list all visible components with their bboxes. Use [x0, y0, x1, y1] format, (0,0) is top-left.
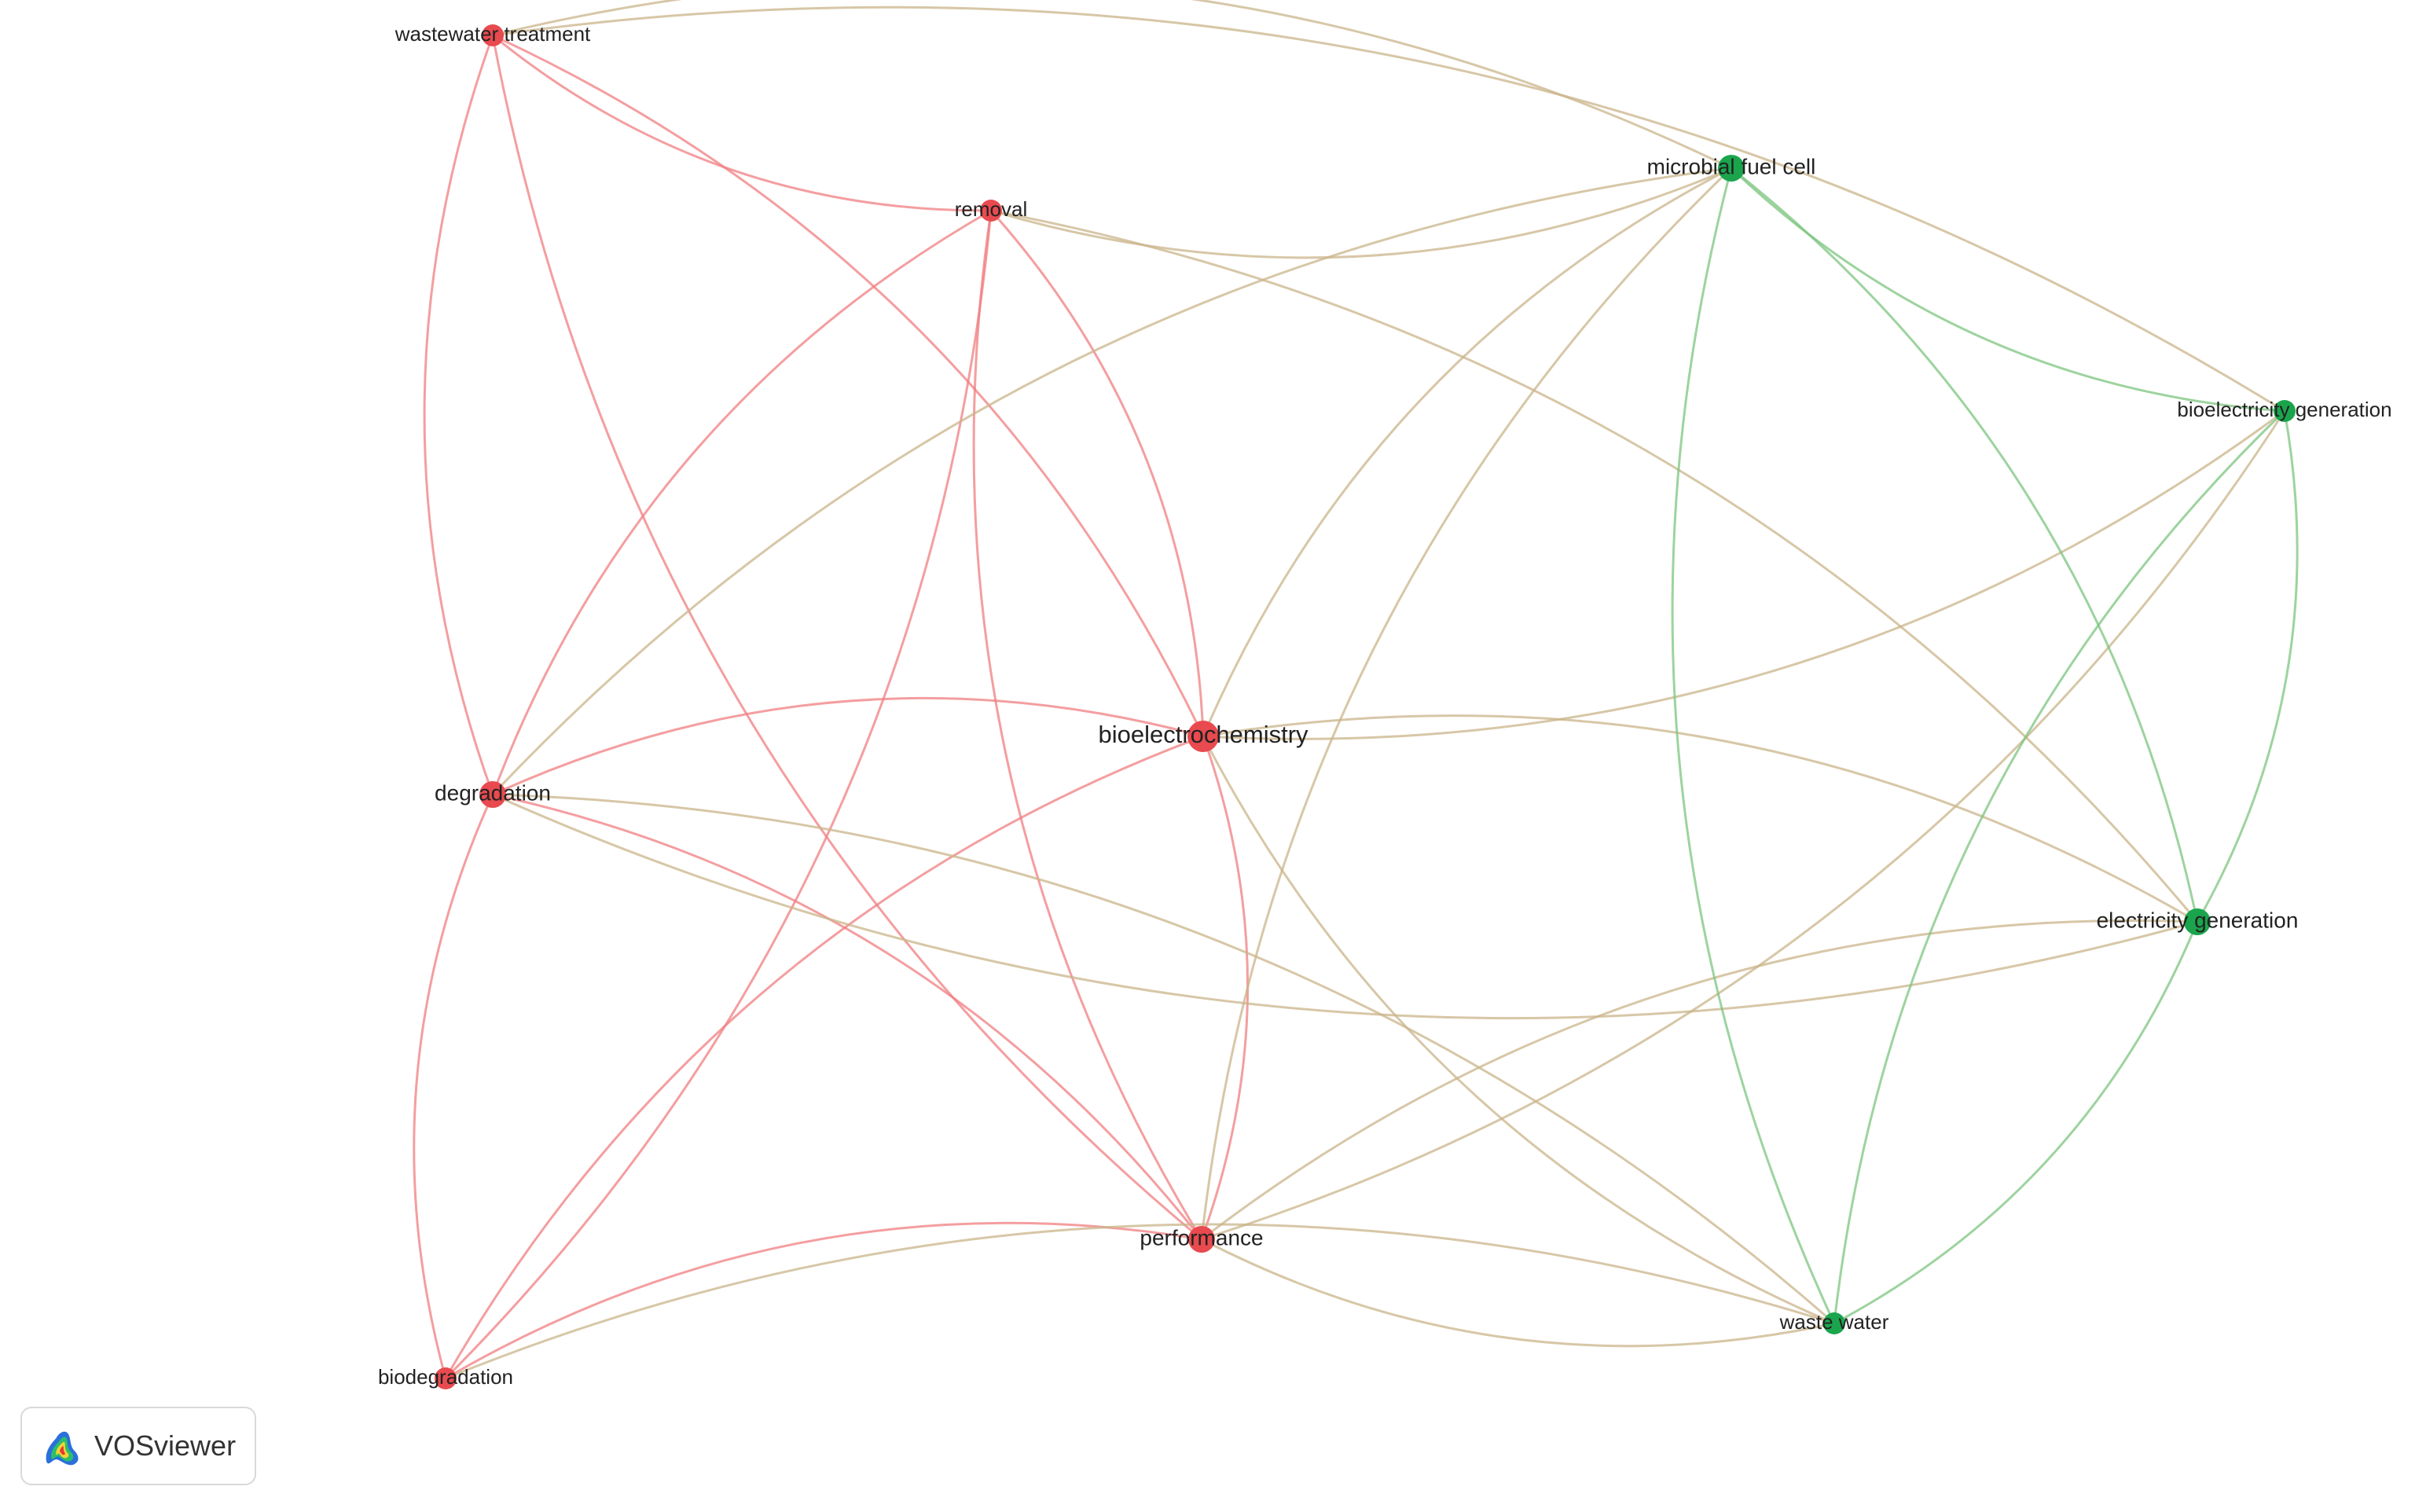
link-wastewater-treatment-microbial-fuel-cell — [492, 0, 1732, 170]
link-bioelectrochemistry-biodegradation — [444, 735, 1204, 1379]
labels-layer: wastewater treatment removal bioelectroche… — [378, 22, 2392, 1389]
link-microbial-fuel-cell-bioelectricity-generation — [1730, 167, 2285, 413]
link-performance-microbial-fuel-cell — [1200, 167, 1733, 1240]
link-degradation-biodegradation — [413, 794, 494, 1379]
node-label-removal[interactable]: removal — [955, 197, 1027, 221]
node-label-microbial-fuel-cell[interactable]: microbial fuel cell — [1647, 154, 1816, 178]
link-degradation-electricity-generation — [492, 793, 2198, 1020]
node-degradation[interactable] — [479, 781, 506, 808]
node-biodegradation[interactable] — [435, 1367, 457, 1389]
node-bioelectrochemistry[interactable] — [1187, 721, 1219, 752]
node-performance[interactable] — [1188, 1226, 1215, 1253]
link-performance-bioelectricity-generation — [1201, 410, 2286, 1241]
link-biodegradation-waste-water — [445, 1223, 1835, 1380]
link-wastewater-treatment-bioelectrochemistry — [492, 34, 1205, 737]
link-removal-bioelectrochemistry — [989, 210, 1205, 737]
link-wastewater-treatment-degradation — [423, 35, 494, 795]
links-layer — [413, 0, 2299, 1380]
node-label-waste-water[interactable]: waste water — [1779, 1310, 1889, 1334]
node-removal[interactable] — [980, 200, 1002, 222]
nodes-layer — [435, 24, 2296, 1389]
link-removal-degradation — [491, 209, 992, 795]
node-microbial-fuel-cell[interactable] — [1718, 155, 1745, 182]
link-bioelectrochemistry-waste-water — [1202, 736, 1835, 1325]
link-bioelectrochemistry-electricity-generation — [1202, 714, 2198, 923]
link-removal-microbial-fuel-cell — [990, 167, 1732, 259]
link-performance-electricity-generation — [1201, 919, 2198, 1241]
node-label-wastewater-treatment[interactable]: wastewater treatment — [395, 22, 591, 46]
link-degradation-waste-water — [492, 793, 1835, 1325]
node-bioelectricity-generation[interactable] — [2274, 400, 2296, 422]
link-bioelectrochemistry-performance — [1200, 736, 1250, 1240]
link-performance-biodegradation — [445, 1221, 1202, 1380]
vosviewer-wordmark: VOSviewer — [94, 1429, 237, 1462]
vosviewer-badge: VOSviewer — [20, 1407, 256, 1485]
link-removal-electricity-generation — [990, 209, 2199, 923]
link-electricity-generation-waste-water — [1833, 921, 2199, 1325]
link-removal-performance — [972, 210, 1203, 1240]
node-electricity-generation[interactable] — [2184, 908, 2211, 935]
link-bioelectricity-generation-waste-water — [1833, 409, 2286, 1324]
link-bioelectrochemistry-bioelectricity-generation — [1202, 409, 2285, 740]
node-label-performance[interactable]: performance — [1140, 1225, 1263, 1250]
link-performance-waste-water — [1201, 1238, 1835, 1348]
link-degradation-performance — [492, 793, 1203, 1240]
node-waste-water[interactable] — [1823, 1312, 1845, 1334]
node-label-electricity-generation[interactable]: electricity generation — [2097, 908, 2299, 932]
link-microbial-fuel-cell-waste-water — [1671, 167, 1836, 1324]
node-wastewater-treatment[interactable] — [482, 24, 504, 46]
link-wastewater-treatment-bioelectricity-generation — [492, 6, 2285, 413]
link-removal-biodegradation — [444, 210, 993, 1380]
link-degradation-microbial-fuel-cell — [491, 167, 1732, 796]
vosviewer-logo-icon — [46, 1431, 79, 1466]
node-label-bioelectrochemistry[interactable]: bioelectrochemistry — [1098, 721, 1308, 748]
link-bioelectrochemistry-degradation — [492, 696, 1204, 796]
link-wastewater-treatment-removal — [492, 34, 992, 212]
node-label-biodegradation[interactable]: biodegradation — [378, 1365, 513, 1389]
link-bioelectricity-generation-electricity-generation — [2196, 410, 2299, 923]
link-microbial-fuel-cell-electricity-generation — [1731, 167, 2199, 923]
link-wastewater-treatment-performance — [491, 35, 1202, 1241]
node-label-degradation[interactable]: degradation — [435, 780, 551, 805]
link-bioelectrochemistry-microbial-fuel-cell — [1202, 167, 1732, 737]
node-label-bioelectricity-generation[interactable]: bioelectricity generation — [2177, 398, 2391, 421]
